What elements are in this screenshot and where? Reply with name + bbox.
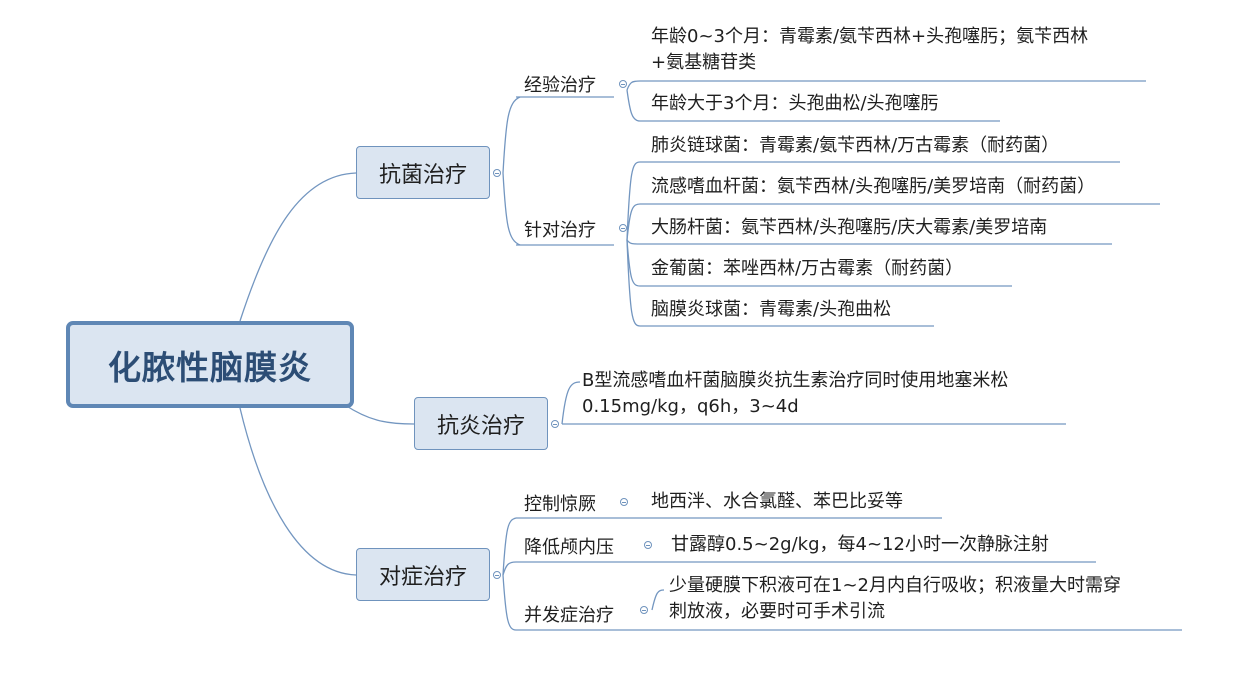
leaf-targeted-1[interactable]: 流感嗜血杆菌：氨苄西林/头孢噻肟/美罗培南（耐药菌） — [651, 176, 1096, 197]
leaf-targeted-0[interactable]: 肺炎链球菌：青霉素/氨苄西林/万古霉素（耐药菌） — [651, 135, 1060, 156]
connector-antibacterial-subs — [502, 96, 521, 246]
collapse-icon[interactable] — [619, 80, 627, 88]
collapse-icon[interactable] — [493, 169, 501, 177]
connector-root-symptomatic — [239, 407, 357, 576]
leaf-icp[interactable]: 甘露醇0.5~2g/kg，每4~12小时一次静脉注射 — [671, 534, 1049, 555]
collapse-icon[interactable] — [619, 224, 627, 232]
collapse-icon[interactable] — [620, 498, 628, 506]
leaf-text-line: 少量硬膜下积液可在1~2月内自行吸收；积液量大时需穿 — [669, 575, 1121, 596]
connector-root-antibacterial — [239, 172, 357, 322]
leaf-text-line: 年龄0~3个月：青霉素/氨苄西林+头孢噻肟；氨苄西林 — [651, 26, 1089, 47]
root-node[interactable]: 化脓性脑膜炎 — [66, 321, 354, 408]
leaf-empirical-0[interactable]: 年龄0~3个月：青霉素/氨苄西林+头孢噻肟；氨苄西林 +氨基糖苷类 — [651, 24, 1088, 76]
collapse-icon[interactable] — [644, 541, 652, 549]
node-antiinflammatory[interactable]: 抗炎治疗 — [414, 397, 548, 450]
node-complication-label[interactable]: 并发症治疗 — [524, 605, 614, 626]
leaf-text-line: 刺放液，必要时可手术引流 — [669, 601, 885, 622]
collapse-icon[interactable] — [493, 571, 501, 579]
node-empirical-label[interactable]: 经验治疗 — [524, 75, 596, 96]
leaf-text-line: +氨基糖苷类 — [651, 52, 757, 73]
connector-root-antiinflammatory — [344, 404, 415, 425]
leaf-complication[interactable]: 少量硬膜下积液可在1~2月内自行吸收；积液量大时需穿 刺放液，必要时可手术引流 — [669, 573, 1121, 625]
leaf-antiinflammatory[interactable]: B型流感嗜血杆菌脑膜炎抗生素治疗同时使用地塞米松 0.15mg/kg，q6h，3… — [582, 368, 1008, 420]
leaf-targeted-4[interactable]: 脑膜炎球菌：青霉素/头孢曲松 — [651, 299, 892, 320]
collapse-icon[interactable] — [551, 420, 559, 428]
node-seizure-label[interactable]: 控制惊厥 — [524, 494, 596, 515]
node-icp-label[interactable]: 降低颅内压 — [524, 537, 614, 558]
leaf-targeted-2[interactable]: 大肠杆菌：氨苄西林/头孢噻肟/庆大霉素/美罗培南 — [651, 217, 1048, 238]
node-antibacterial[interactable]: 抗菌治疗 — [356, 146, 490, 199]
leaf-targeted-3[interactable]: 金葡菌：苯唑西林/万古霉素（耐药菌） — [651, 258, 964, 279]
node-targeted-label[interactable]: 针对治疗 — [524, 220, 596, 241]
node-symptomatic[interactable]: 对症治疗 — [356, 548, 490, 601]
leaf-text-line: 0.15mg/kg，q6h，3~4d — [582, 396, 799, 417]
collapse-icon[interactable] — [640, 606, 648, 614]
leaf-seizure[interactable]: 地西泮、水合氯醛、苯巴比妥等 — [651, 491, 903, 512]
leaf-empirical-1[interactable]: 年龄大于3个月：头孢曲松/头孢噻肟 — [651, 93, 939, 114]
leaf-text-line: B型流感嗜血杆菌脑膜炎抗生素治疗同时使用地塞米松 — [582, 370, 1009, 391]
